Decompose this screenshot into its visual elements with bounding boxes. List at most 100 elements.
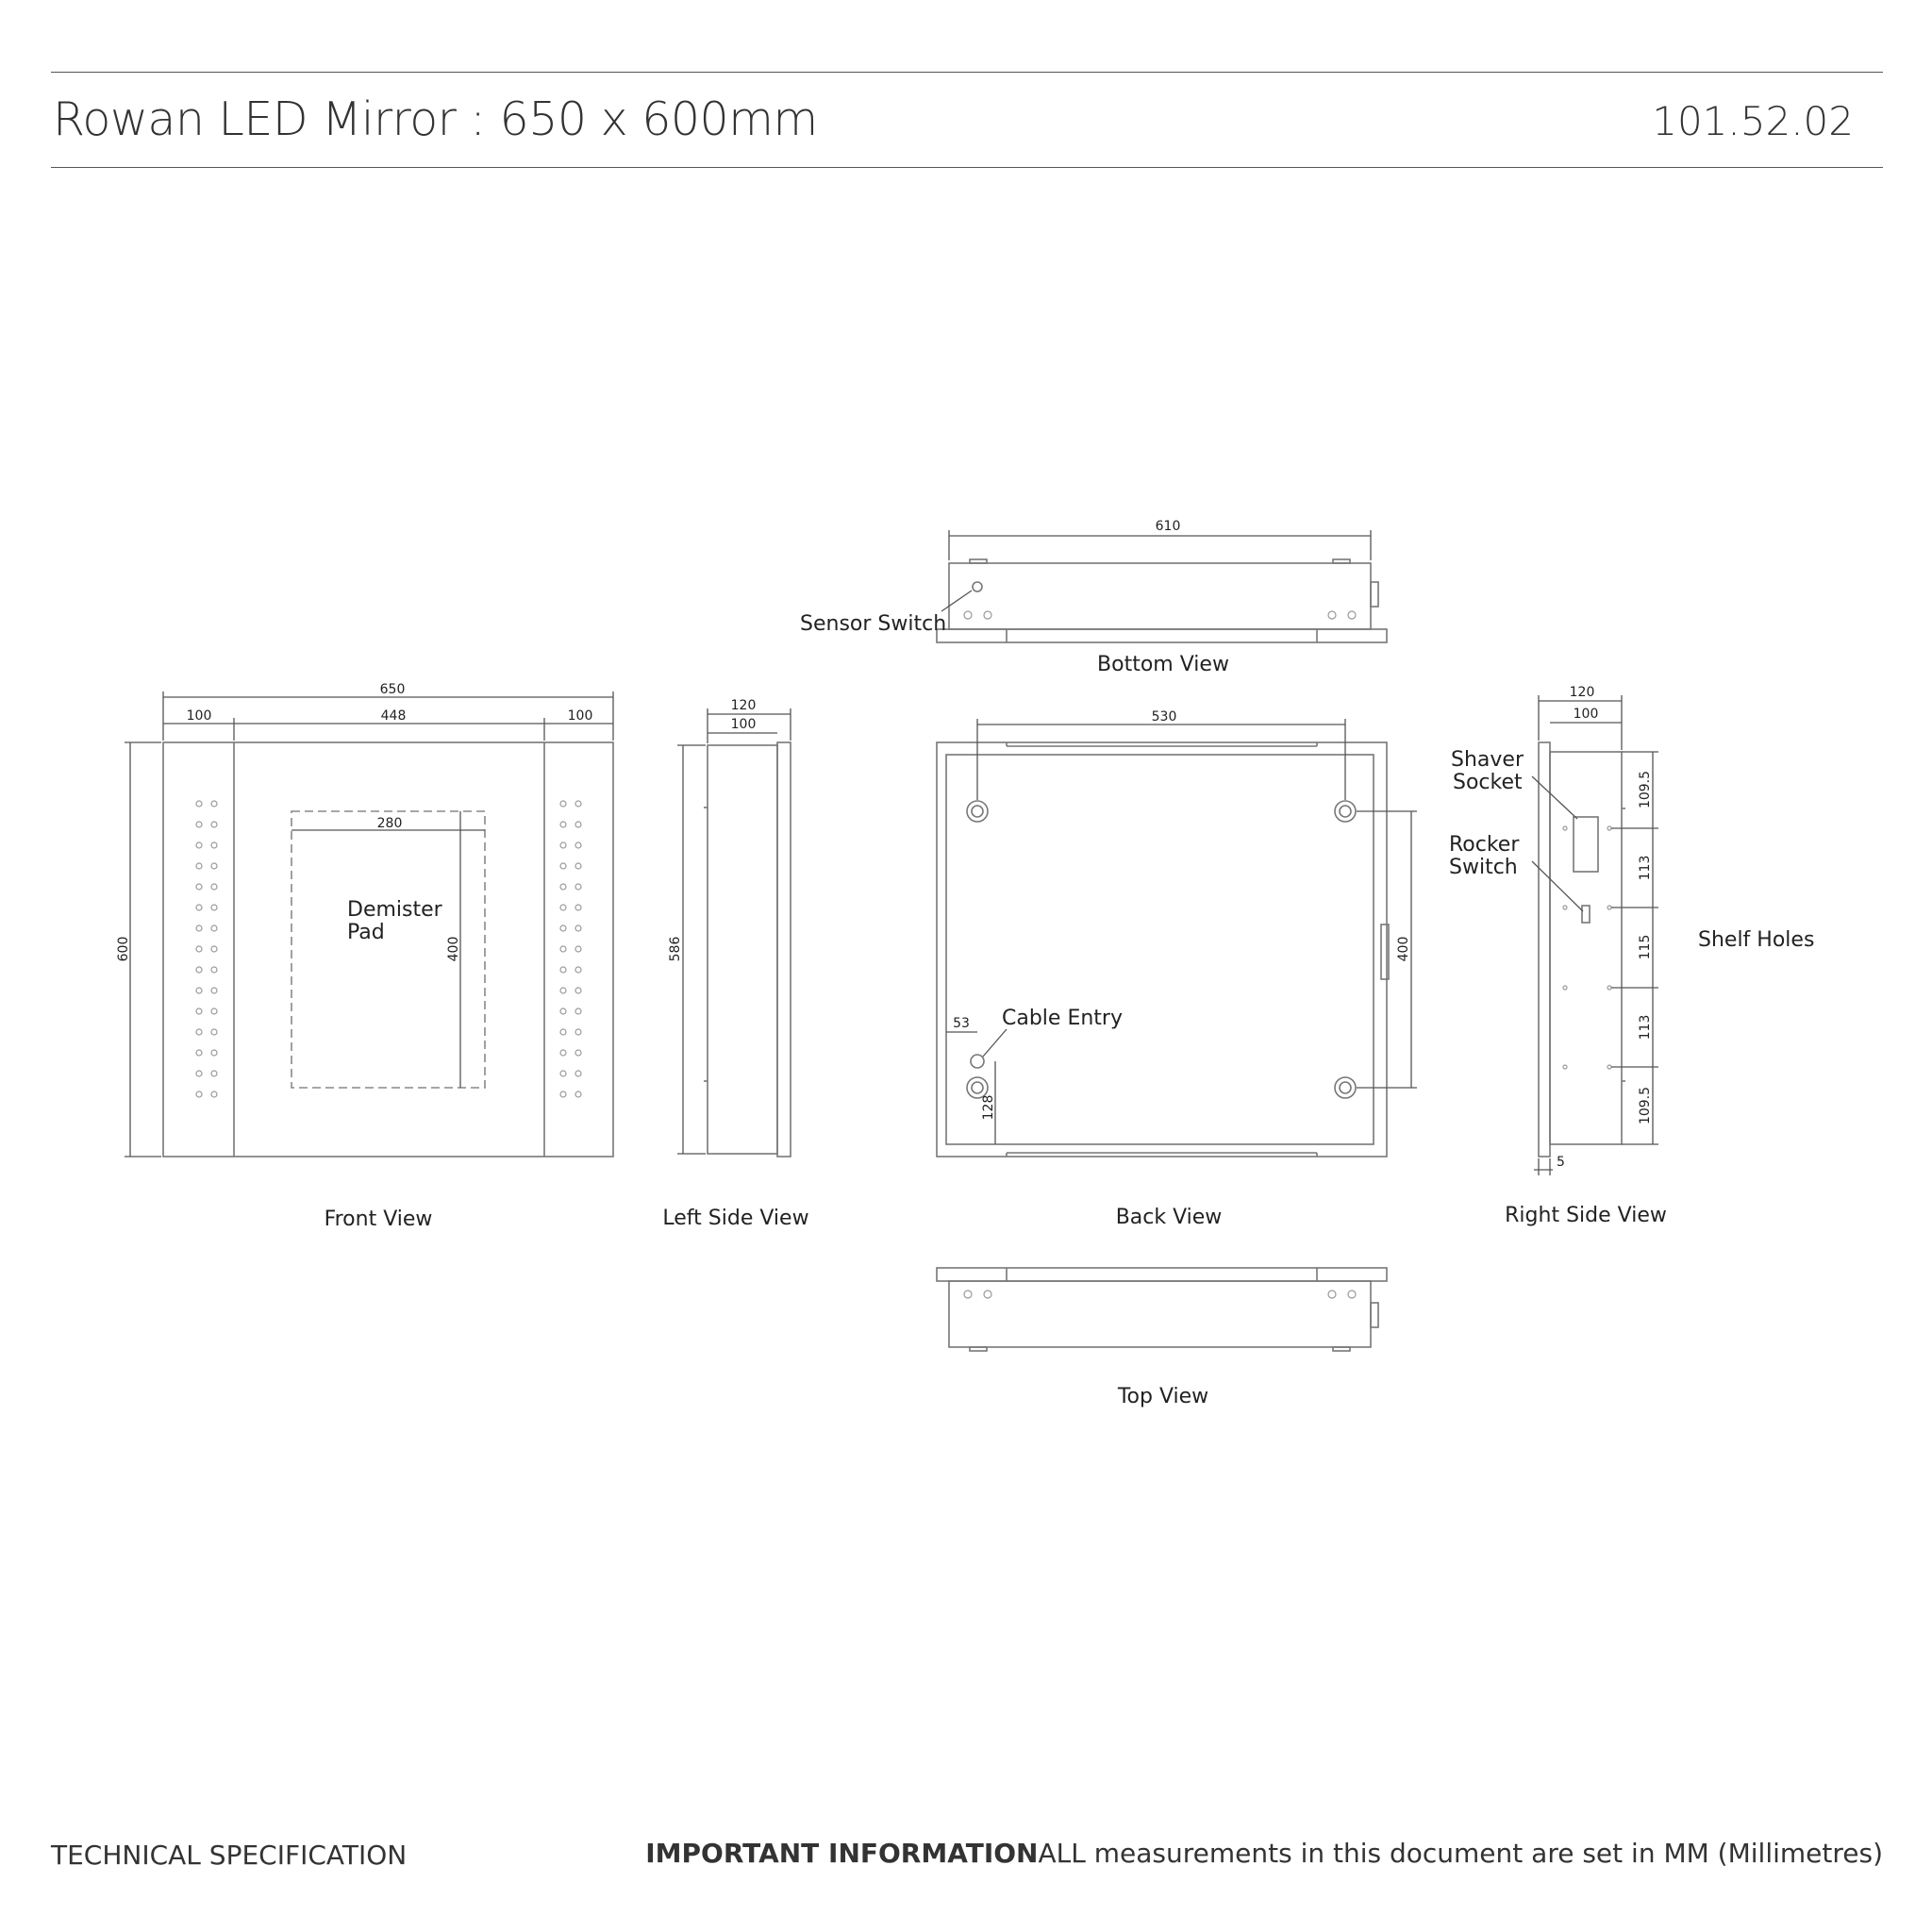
top-tab (1370, 1302, 1379, 1328)
led-dot (575, 883, 582, 891)
top-screw-3 (1327, 1290, 1337, 1299)
mounting-hole-br (1334, 1076, 1357, 1099)
led-dot (195, 883, 203, 891)
led-dot (575, 821, 582, 828)
right-s5-label: 109.5 (1638, 1087, 1653, 1124)
shaver-leader (1531, 775, 1578, 820)
led-dot (210, 841, 218, 849)
led-dot (575, 800, 582, 808)
right-s1-label: 109.5 (1638, 771, 1653, 808)
led-dot (195, 924, 203, 932)
rocker-switch-label-line2: Switch (1449, 856, 1518, 879)
led-dot (559, 987, 567, 994)
top-screw-4 (1347, 1290, 1357, 1299)
cable-entry-hole (970, 1054, 985, 1069)
led-dot (195, 904, 203, 911)
front-outline (162, 741, 614, 1158)
led-dot (559, 862, 567, 870)
led-dot (195, 841, 203, 849)
led-dot (195, 945, 203, 953)
mounting-hole-bl (966, 1076, 989, 1099)
right-depth-outer-label: 120 (1570, 685, 1595, 700)
led-dot (210, 821, 218, 828)
back-width-label: 530 (1152, 709, 1177, 724)
led-dot (559, 966, 567, 974)
top-screw-1 (963, 1290, 973, 1299)
back-side-tab (1380, 924, 1390, 980)
bottom-tab (1370, 581, 1379, 608)
shelf-holes (1562, 825, 1612, 1070)
led-dot (210, 883, 218, 891)
led-dot (195, 987, 203, 994)
top-clip-2 (1332, 1346, 1351, 1352)
cable-entry-label: Cable Entry (1002, 1007, 1123, 1030)
bottom-screw-2 (983, 610, 992, 620)
led-dot (559, 821, 567, 828)
led-dot (575, 987, 582, 994)
right-s3-label: 115 (1638, 935, 1653, 960)
sensor-switch-dot (972, 581, 983, 592)
led-dot (575, 841, 582, 849)
important-information-text: ALL measurements in this document are se… (1038, 1838, 1883, 1869)
led-dot (575, 1049, 582, 1057)
shelf-holes-label: Shelf Holes (1698, 928, 1814, 952)
demister-width-label: 280 (377, 816, 403, 831)
shaver-socket-label-line2: Socket (1453, 771, 1523, 794)
led-dot (210, 904, 218, 911)
top-view: Top View (936, 1267, 1388, 1408)
sensor-switch-label: Sensor Switch (800, 612, 946, 636)
mounting-hole-tl (966, 800, 989, 823)
left-body (707, 744, 778, 1155)
mounting-hole-tr (1334, 800, 1357, 823)
bottom-clip-1 (969, 558, 988, 564)
bottom-glass (936, 628, 1388, 643)
left-depth-outer-label: 120 (731, 698, 757, 713)
back-height-label: 400 (1396, 937, 1411, 962)
led-dot (210, 924, 218, 932)
front-height-label: 600 (116, 937, 131, 962)
led-dot (195, 821, 203, 828)
top-body (948, 1280, 1372, 1348)
led-dot (195, 1070, 203, 1077)
led-dot (559, 1028, 567, 1036)
important-information-label: IMPORTANT INFORMATION (645, 1838, 1039, 1869)
front-width-label: 650 (380, 682, 406, 697)
led-dot (210, 862, 218, 870)
shaver-socket-label-line1: Shaver (1451, 748, 1524, 772)
bottom-view: 610 Sensor Switch Bottom View (800, 519, 1388, 676)
right-depth-inner-label: 100 (1574, 707, 1599, 722)
bottom-screw-3 (1327, 610, 1337, 620)
back-glass-outline (936, 741, 1388, 1158)
led-dot (575, 1028, 582, 1036)
front-centre-label: 448 (381, 708, 407, 724)
back-view: 530 400 53 128 Cable Entry Back View (936, 709, 1417, 1229)
demister-height-label: 400 (446, 937, 461, 962)
left-height-label: 586 (668, 937, 683, 962)
led-dot (195, 800, 203, 808)
led-dot (559, 1070, 567, 1077)
page-title: Rowan LED Mirror : 650 x 600mm (53, 92, 818, 146)
right-side-view: 120 100 109.5 113 115 113 109.5 5 Shaver… (1449, 685, 1814, 1227)
led-dot (210, 1049, 218, 1057)
demister-pad-outline (291, 810, 486, 1089)
led-dot (195, 862, 203, 870)
right-body (1549, 751, 1623, 1145)
bottom-clip-2 (1332, 558, 1351, 564)
back-body-outline (945, 754, 1374, 1145)
led-dot (559, 1008, 567, 1015)
led-dot (210, 1028, 218, 1036)
cable-y-label: 128 (981, 1095, 996, 1121)
left-depth-inner-label: 100 (731, 717, 757, 732)
rocker-switch-shape (1581, 905, 1591, 924)
shaver-socket-shape (1573, 816, 1599, 873)
led-dot (559, 1049, 567, 1057)
technical-specification-label: TECHNICAL SPECIFICATION (51, 1840, 408, 1871)
product-code: 101.52.02 (1652, 98, 1854, 144)
front-side-right-label: 100 (568, 708, 593, 724)
led-dot (575, 1070, 582, 1077)
bottom-view-title: Bottom View (1097, 653, 1229, 676)
demister-label-line2: Pad (347, 921, 385, 944)
led-dot (559, 841, 567, 849)
rocker-leader (1531, 860, 1584, 912)
led-dot (195, 1049, 203, 1057)
